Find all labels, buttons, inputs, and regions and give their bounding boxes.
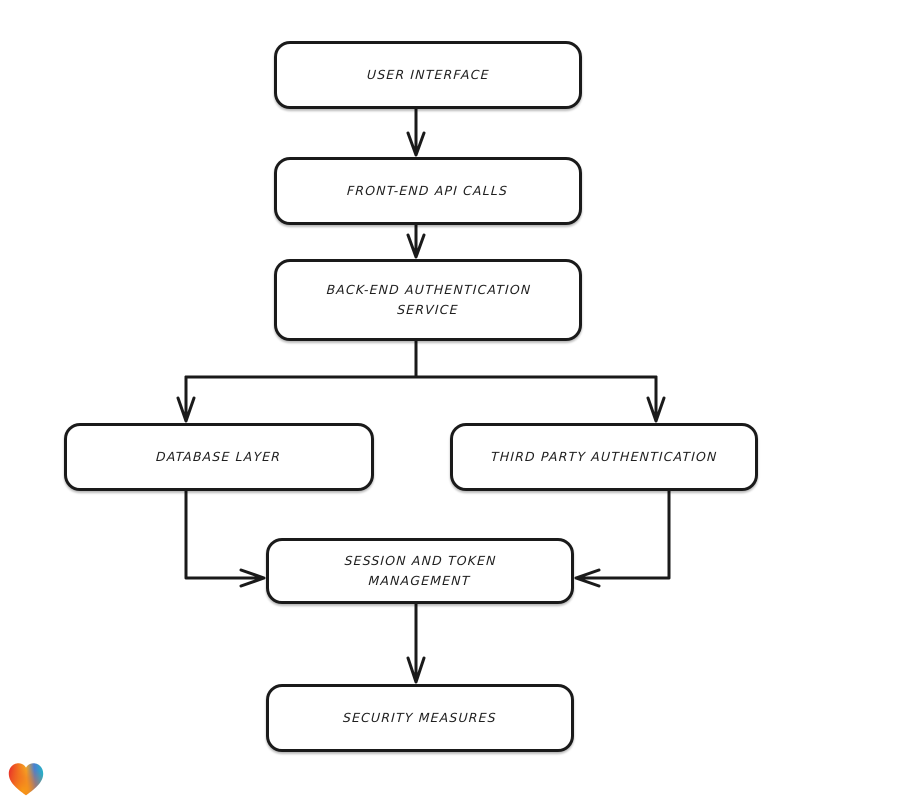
node-user-interface[interactable]: User Interface: [274, 41, 582, 109]
node-database-layer-label: Database Layer: [156, 449, 282, 464]
node-third-party-auth[interactable]: Third Party Authentication: [450, 423, 758, 491]
node-database-layer[interactable]: Database Layer: [64, 423, 374, 491]
edge-ui-to-frontend: [406, 107, 426, 157]
node-session-token-management-label: Session and Token Management: [344, 553, 497, 588]
node-user-interface-label: User Interface: [366, 67, 490, 82]
node-security-measures-label: Security Measures: [342, 710, 498, 725]
node-session-token-management[interactable]: Session and Token Management: [266, 538, 574, 604]
edge-third-party-to-session: [574, 489, 671, 588]
edge-backend-to-third-party: [646, 375, 666, 423]
edge-backend-branch-trunk: [184, 339, 658, 379]
edge-database-to-session: [184, 489, 266, 588]
node-security-measures[interactable]: Security Measures: [266, 684, 574, 752]
heart-icon: [8, 763, 44, 796]
node-third-party-auth-label: Third Party Authentication: [490, 449, 718, 464]
node-frontend-api-calls-label: Front-End API Calls: [347, 183, 509, 198]
edge-session-to-security: [406, 602, 426, 684]
edge-backend-to-database: [176, 375, 196, 423]
node-backend-auth-service-label: Back-End Authentication Service: [325, 282, 532, 317]
edge-frontend-to-backend: [406, 223, 426, 259]
node-backend-auth-service[interactable]: Back-End Authentication Service: [274, 259, 582, 341]
node-frontend-api-calls[interactable]: Front-End API Calls: [274, 157, 582, 225]
